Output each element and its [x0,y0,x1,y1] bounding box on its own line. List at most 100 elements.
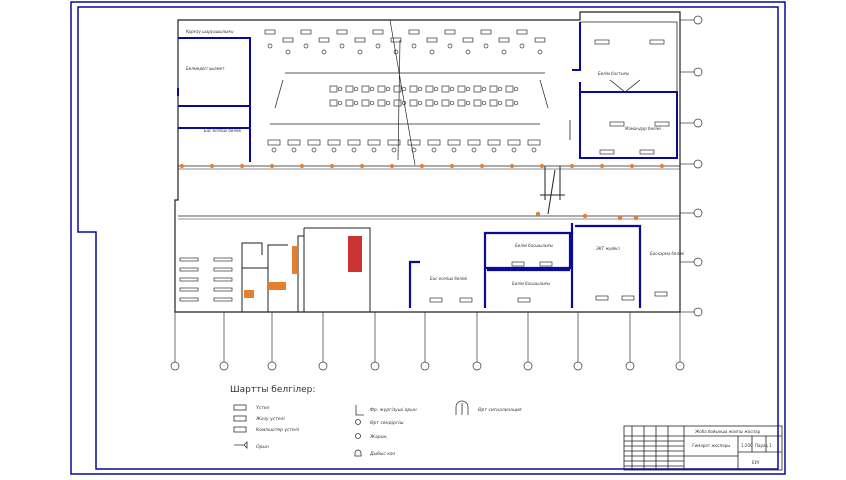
axis-marker [219,361,229,371]
fire-marker [390,164,394,168]
desk [517,297,531,303]
desk [179,267,199,272]
desk [462,37,474,43]
desk [489,85,498,93]
chair [519,43,525,49]
chair [393,49,399,55]
desk [327,139,341,146]
chair [481,86,487,92]
blue-wall-lower-rooms [408,223,642,308]
fire-marker [510,164,514,168]
chair [497,86,503,92]
axis-marker [693,15,703,25]
desk [649,39,665,45]
axis-group [170,15,703,371]
desk [408,29,420,35]
chair [391,147,397,153]
desk [213,267,233,272]
desk [487,139,501,146]
desk [390,37,402,43]
desk [459,297,473,303]
axis-marker [318,361,328,371]
chair [385,86,391,92]
room-label-8: Бөлім басшылығы [512,281,550,286]
chair [481,100,487,106]
axis-marker [693,159,703,169]
legend-symbols [233,400,469,457]
desk [527,139,541,146]
chair [311,147,317,153]
fire-marker [630,164,634,168]
axis-marker [693,208,703,218]
desk [457,85,466,93]
desk [621,295,635,301]
chair [401,86,407,92]
chair [351,147,357,153]
fire-marker [480,164,484,168]
axis-marker [472,361,482,371]
chair [401,100,407,106]
title-block-scale: 1:200 [741,443,753,448]
desk [393,85,402,93]
desk [429,297,443,303]
desk [345,85,354,93]
fire-marker [330,164,334,168]
desk [318,37,330,43]
desk [372,29,384,35]
legend-title: Шартты белгілер: [230,385,315,395]
room-label-1: Қорғау шаруашылығы [186,29,234,34]
legend-item-3: Компьютер үстелі [256,427,300,433]
chair [513,100,519,106]
axis-marker [370,361,380,371]
title-block-top: Жоба бойынша жалпы жоспар [695,429,761,434]
desk [511,261,525,267]
desk [444,29,456,35]
fire-marker [600,164,604,168]
desk [377,85,386,93]
fire-marker [660,164,664,168]
desk [179,287,199,292]
chair [321,49,327,55]
axis-marker [625,361,635,371]
axis-marker [693,307,703,317]
upper-right-walls [569,21,678,140]
desk [425,99,434,107]
room-label-5: Мамандар бөлімі [625,126,662,131]
desk [213,257,233,262]
desk [534,37,546,43]
chair [465,100,471,106]
chair [353,100,359,106]
chair [431,147,437,153]
fire-marker [360,164,364,168]
fire-marker [617,215,623,221]
desk [473,99,482,107]
room-label-4: Бөлім бастығы [598,71,629,76]
chair [411,147,417,153]
desk [516,29,528,35]
fire-marker [535,211,541,217]
desk [387,139,401,146]
chair [271,147,277,153]
axis-marker [170,361,180,371]
chair [411,43,417,49]
desk [654,121,670,127]
blue-wall-upper-right [572,22,678,159]
desk [639,149,655,155]
desk [213,287,233,292]
desk [329,99,338,107]
desk-group [179,29,670,303]
fire-marker [450,164,454,168]
chair [337,100,343,106]
desk [393,99,402,107]
desk [427,139,441,146]
desk [307,139,321,146]
chair [371,147,377,153]
desk [213,297,233,302]
outer-frame [70,1,786,475]
legend-item-9: Өрт сигнализация [478,407,522,413]
desk [409,99,418,107]
axis-marker [693,118,703,128]
desk [609,121,625,127]
title-block [623,425,783,471]
